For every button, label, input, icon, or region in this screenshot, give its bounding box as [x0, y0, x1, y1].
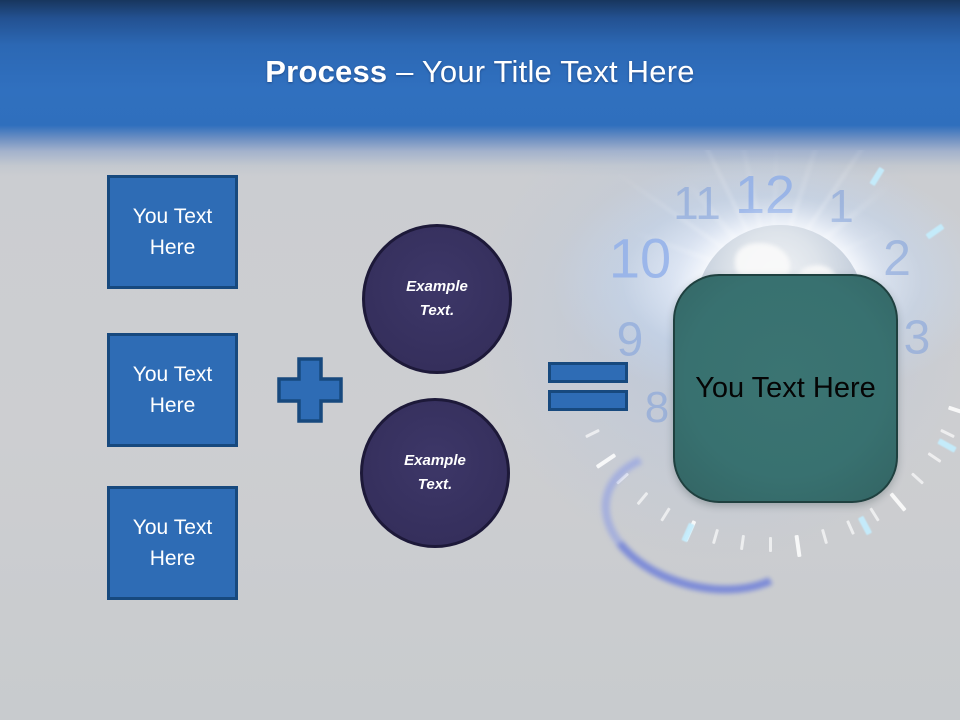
process-input-box-1: You Text Here — [107, 175, 238, 289]
clock-numeral-12: 12 — [734, 165, 796, 225]
page-title: Process – Your Title Text Here — [0, 54, 960, 90]
title-emphasis: Process — [265, 54, 388, 89]
clock-numeral-8: 8 — [644, 383, 670, 432]
clock-numeral-9: 9 — [616, 313, 644, 367]
plus-icon — [274, 354, 346, 426]
example-circle-label: Example Text. — [404, 452, 466, 493]
clock-numeral-3: 3 — [903, 311, 931, 365]
clock-numeral-2: 2 — [883, 230, 911, 286]
clock-numeral-1: 1 — [828, 180, 854, 232]
clock-numeral-10: 10 — [608, 226, 672, 290]
equals-bar-bottom — [548, 390, 628, 411]
example-circle-2: Example Text. — [360, 398, 510, 548]
input-box-label: You Text Here — [132, 515, 213, 570]
input-box-label: You Text Here — [132, 362, 213, 417]
result-box-label: You Text Here — [695, 372, 876, 404]
process-input-box-3: You Text Here — [107, 486, 238, 600]
title-text: – Your Title Text Here — [396, 54, 695, 89]
clock-numeral-11: 11 — [673, 177, 721, 229]
process-input-box-2: You Text Here — [107, 333, 238, 447]
equals-icon — [548, 362, 628, 411]
example-circle-label: Example Text. — [406, 278, 468, 319]
equals-bar-top — [548, 362, 628, 383]
example-circle-1: Example Text. — [362, 224, 512, 374]
result-box: You Text Here — [673, 274, 898, 503]
input-box-label: You Text Here — [132, 204, 213, 259]
